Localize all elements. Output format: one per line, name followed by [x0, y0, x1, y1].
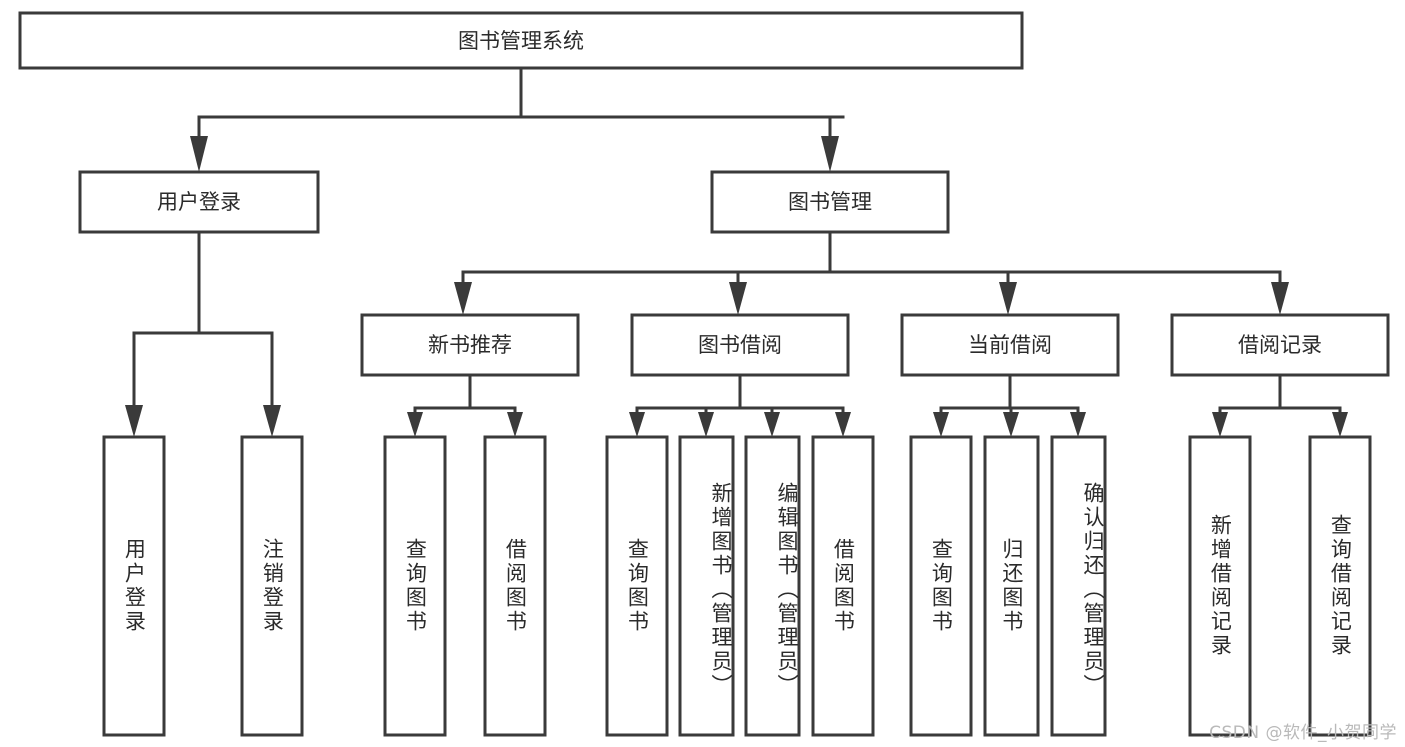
- node-user-login[interactable]: 用户登录: [78, 170, 320, 234]
- node-leaf-user-logout-box[interactable]: [240, 435, 304, 737]
- node-user-login-box[interactable]: [78, 170, 320, 234]
- node-leaf-query-book-2-box[interactable]: [605, 435, 669, 737]
- node-leaf-edit-book-box[interactable]: [744, 435, 801, 737]
- node-current-borrow[interactable]: 当前借阅: [900, 313, 1120, 377]
- node-leaf-add-book-box[interactable]: [678, 435, 735, 737]
- connector-root-to-level2: [190, 66, 845, 172]
- node-leaf-user-login-box[interactable]: [102, 435, 166, 737]
- node-leaf-confirm-return-box[interactable]: [1050, 435, 1107, 737]
- node-new-book-recommend[interactable]: 新书推荐: [360, 313, 580, 377]
- node-leaf-query-book-1-box[interactable]: [383, 435, 447, 737]
- node-leaf-borrow-book-2-box[interactable]: [811, 435, 875, 737]
- connector-borrowrecord-to-leaves: [1212, 373, 1348, 437]
- watermark-text: CSDN @软件_小贺同学: [1209, 723, 1397, 743]
- node-leaf-borrow-book-1-box[interactable]: [483, 435, 547, 737]
- connector-userlogin-to-leaves: [125, 230, 281, 437]
- node-book-borrow-box[interactable]: [630, 313, 850, 377]
- node-leaf-query-record-box[interactable]: [1308, 435, 1372, 737]
- connector-newbook-to-leaves: [407, 373, 523, 437]
- node-current-borrow-box[interactable]: [900, 313, 1120, 377]
- node-root-label: 图书管理系统: [458, 29, 584, 53]
- node-borrow-record-box[interactable]: [1170, 313, 1390, 377]
- node-borrow-record-label: 借阅记录: [1238, 333, 1322, 357]
- node-book-management-label: 图书管理: [788, 190, 872, 214]
- connector-bookmgmt-to-level3: [454, 230, 1289, 315]
- node-root[interactable]: 图书管理系统: [18, 11, 1024, 70]
- node-new-book-recommend-label: 新书推荐: [428, 333, 512, 357]
- node-current-borrow-label: 当前借阅: [968, 333, 1052, 357]
- node-leaf-add-record-box[interactable]: [1188, 435, 1252, 737]
- node-new-book-recommend-box[interactable]: [360, 313, 580, 377]
- node-book-borrow[interactable]: 图书借阅: [630, 313, 850, 377]
- node-leaf-query-book-3-box[interactable]: [909, 435, 973, 737]
- node-book-borrow-label: 图书借阅: [698, 333, 782, 357]
- connector-bookborrow-to-leaves: [629, 373, 851, 437]
- node-user-login-label: 用户登录: [157, 190, 241, 214]
- node-book-management[interactable]: 图书管理: [710, 170, 950, 234]
- node-book-management-box[interactable]: [710, 170, 950, 234]
- node-borrow-record[interactable]: 借阅记录: [1170, 313, 1390, 377]
- node-leaf-return-book-box[interactable]: [983, 435, 1040, 737]
- connector-currentborrow-to-leaves: [933, 373, 1086, 437]
- node-root-box[interactable]: [18, 11, 1024, 70]
